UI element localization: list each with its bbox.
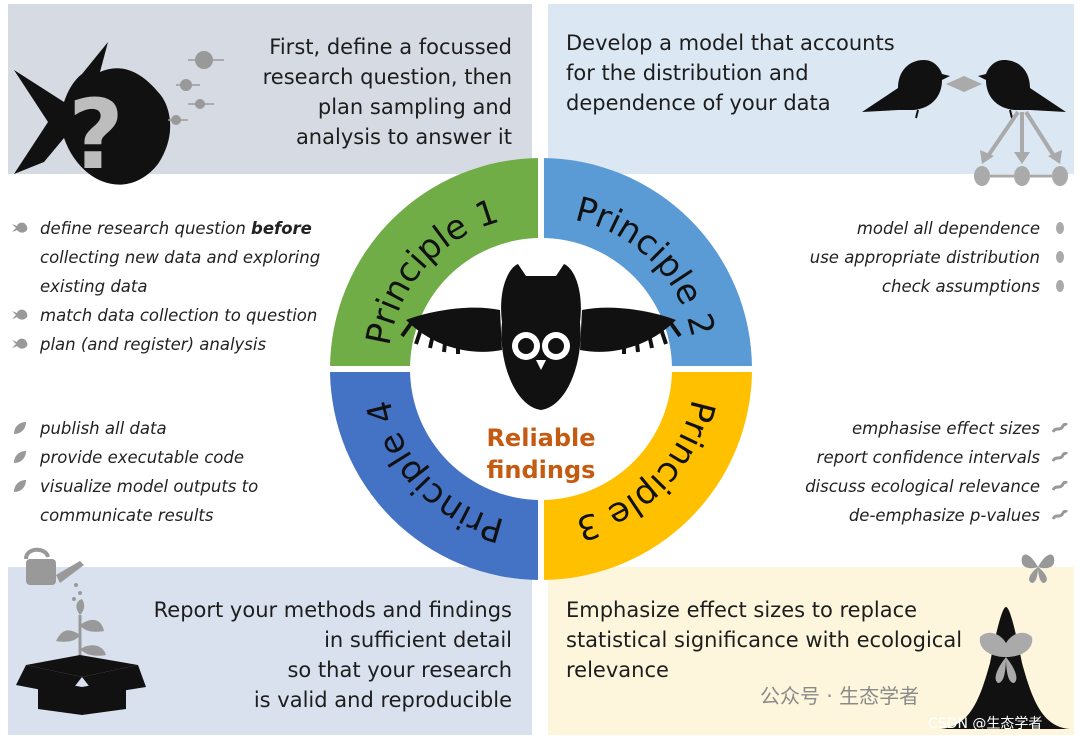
bullet-continuation: communicate results — [40, 506, 214, 525]
principle-2-segment — [541, 158, 752, 369]
list-item: match data collection to question — [10, 301, 320, 330]
principle-1-segment — [330, 158, 541, 369]
svg-text:?: ? — [68, 79, 124, 191]
heading-line: plan sampling and — [317, 95, 512, 119]
bullet-text: model all dependence — [856, 219, 1040, 238]
bullet-text: match data collection to question — [40, 306, 318, 325]
list-item: check assumptions — [810, 272, 1070, 301]
owl-icon — [400, 264, 682, 410]
heading-line: analysis to answer it — [295, 125, 512, 149]
leaf-bullet-icon — [14, 451, 26, 463]
principles-wheel: Principle 1 Principle 2 Principle 3 Prin… — [326, 154, 756, 584]
list-item: de-emphasize p-values — [805, 501, 1070, 530]
principle-1-panel: ? First, define a focussed research ques… — [8, 4, 532, 191]
bullet-continuation: collecting new data and exploring — [40, 248, 321, 267]
list-item: provide executable code — [10, 443, 258, 472]
heading-line: dependence of your data — [566, 91, 831, 115]
butterfly-icon — [1021, 554, 1055, 583]
principle-2-panel: Develop a model that accounts for the di… — [548, 4, 1074, 186]
principle-1-heading: First, define a focussed research questi… — [192, 32, 512, 152]
principle-2-bullets: model all dependence use appropriate dis… — [810, 214, 1070, 301]
principle-3-segment — [541, 369, 752, 580]
fish-question-icon: ? — [14, 42, 171, 191]
heading-line: First, define a focussed — [269, 35, 512, 59]
wechat-watermark: 公众号 · 生态学者 — [760, 684, 920, 708]
fish-bullet-icon — [12, 222, 28, 233]
oval-bullet-icon — [1056, 222, 1064, 234]
bullet-text: define research question — [40, 219, 252, 238]
bullet-continuation: existing data — [40, 277, 148, 296]
heading-line: Emphasize effect sizes to replace — [566, 598, 918, 622]
list-item: visualize model outputs to — [10, 472, 258, 501]
principle-4-heading: Report your methods and findings in suff… — [132, 595, 512, 715]
distribution-curve-icon — [940, 607, 1070, 729]
list-item: define research question before — [10, 214, 320, 243]
principle-3-bullets: emphasise effect sizes report confidence… — [805, 414, 1070, 530]
heading-line: research question, then — [262, 65, 512, 89]
principle-1-bullets: define research question before collecti… — [10, 214, 320, 359]
bullet-text: plan (and register) analysis — [40, 335, 267, 354]
leaf-bullet-icon — [14, 480, 26, 492]
principle-3-panel: Emphasize effect sizes to replace statis… — [548, 554, 1074, 735]
dependence-graph-icon — [974, 110, 1068, 186]
caterpillar-bullet-icon — [1052, 422, 1068, 433]
caterpillar-bullet-icon — [1052, 509, 1068, 520]
heading-line: Develop a model that accounts — [566, 31, 895, 55]
bullet-text: check assumptions — [881, 277, 1040, 296]
bubbles-icon — [168, 51, 224, 125]
list-item: use appropriate distribution — [810, 243, 1070, 272]
principle-4-segment — [330, 369, 541, 580]
heading-line: is valid and reproducible — [253, 688, 512, 712]
fish-bullet-icon — [12, 309, 28, 320]
heading-line: in sufficient detail — [324, 628, 512, 652]
heading-line: Report your methods and findings — [153, 598, 512, 622]
plant-box-icon — [16, 599, 146, 715]
heading-line: for the distribution and — [566, 61, 809, 85]
bullet-text-emphasis: before — [251, 219, 312, 238]
principle-3-heading: Emphasize effect sizes to replace statis… — [566, 595, 966, 685]
bullet-text: provide executable code — [40, 448, 244, 467]
watering-can-icon — [24, 547, 84, 601]
caterpillar-bullet-icon — [1052, 480, 1068, 491]
bullet-text: report confidence intervals — [816, 448, 1040, 467]
list-item: discuss ecological relevance — [805, 472, 1070, 501]
bullet-text: de-emphasize p-values — [848, 506, 1040, 525]
principle-2-heading: Develop a model that accounts for the di… — [566, 28, 926, 118]
bullet-text: publish all data — [40, 419, 167, 438]
bullet-text: discuss ecological relevance — [805, 477, 1040, 496]
center-title-line-1: Reliable — [486, 424, 595, 452]
csdn-watermark: CSDN @生态学者 — [928, 716, 1043, 732]
principle-4-bullets: publish all data provide executable code… — [10, 414, 258, 530]
heading-line: statistical significance with ecological — [566, 628, 963, 652]
heading-line: so that your research — [287, 658, 512, 682]
caterpillar-bullet-icon — [1052, 451, 1068, 462]
fish-bullet-icon — [12, 338, 28, 349]
bullet-text: visualize model outputs to — [40, 477, 259, 496]
heading-line: relevance — [566, 658, 669, 682]
oval-bullet-icon — [1056, 251, 1064, 263]
principle-4-panel: Report your methods and findings in suff… — [8, 547, 532, 735]
bullet-text: emphasise effect sizes — [851, 419, 1040, 438]
birds-icon — [862, 60, 1066, 119]
list-item: plan (and register) analysis — [10, 330, 320, 359]
leaf-bullet-icon — [14, 422, 26, 434]
center-title-line-2: findings — [487, 456, 596, 484]
list-item: report confidence intervals — [805, 443, 1070, 472]
bullet-text: use appropriate distribution — [809, 248, 1040, 267]
list-item: model all dependence — [810, 214, 1070, 243]
list-item: publish all data — [10, 414, 258, 443]
list-item: emphasise effect sizes — [805, 414, 1070, 443]
oval-bullet-icon — [1056, 280, 1064, 292]
